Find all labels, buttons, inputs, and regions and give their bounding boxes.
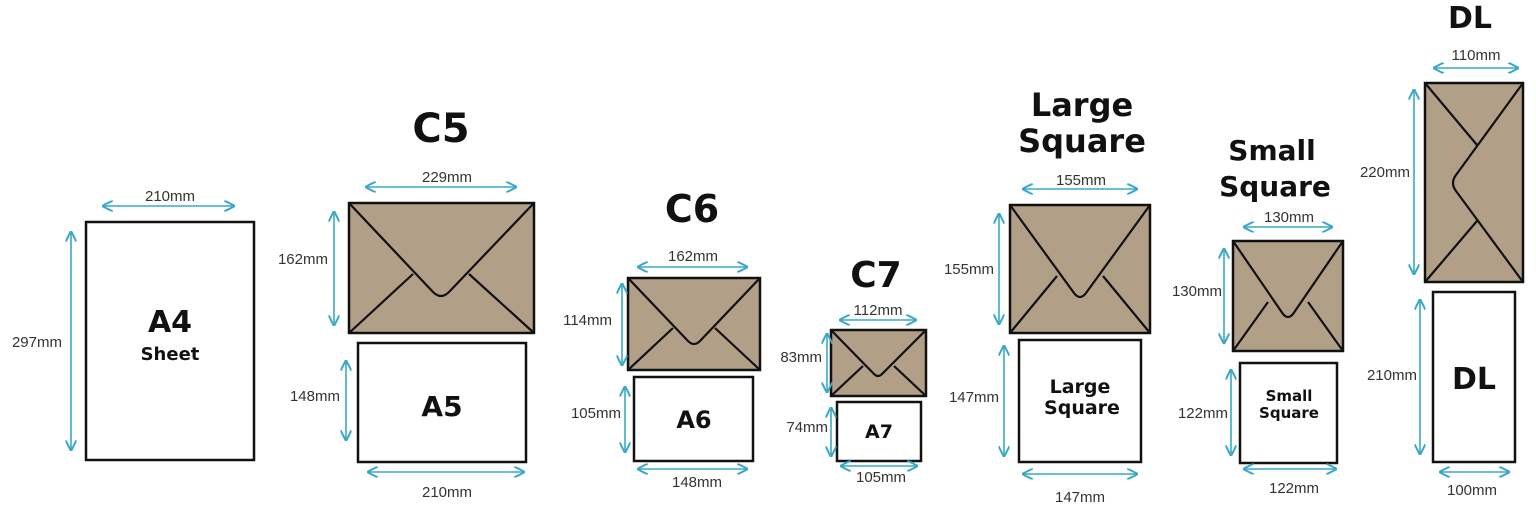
c6-envelope-flap (627, 277, 761, 371)
a7-group: A7 74mm 105mm (786, 400, 923, 486)
large-square-title-line2: Square (1018, 122, 1146, 160)
a6-width-label: 148mm (672, 474, 722, 491)
large-square-card-group: Large Square 147mm 147mm (949, 338, 1143, 506)
a4-label: A4 (148, 305, 192, 340)
c5-envelope (347, 201, 536, 335)
c6-height-label: 114mm (563, 312, 612, 329)
large-square-title-line1: Large (1031, 86, 1133, 124)
dl-card-width-label: 100mm (1447, 482, 1497, 499)
a4-sublabel: Sheet (141, 344, 200, 365)
a6-card (632, 375, 755, 463)
small-square-card-label-line2: Square (1259, 404, 1319, 422)
small-square-envelope (1231, 239, 1345, 353)
c7-envelope-flap (830, 329, 927, 397)
small-square-card-group: Small Square 122mm 122mm (1178, 361, 1339, 497)
c5-width-label: 229mm (422, 169, 472, 186)
dl-envelope-group: DL 110mm 220mm (1360, 1, 1525, 284)
small-square-envelope-flap (1232, 240, 1344, 352)
dl-envelope (1423, 81, 1525, 284)
small-square-title-line1: Small (1228, 134, 1315, 167)
dl-card (1431, 290, 1517, 464)
a7-width-label: 105mm (856, 469, 906, 486)
small-square-card-label-line1: Small (1266, 387, 1313, 405)
dl-card-group: DL 210mm 100mm (1367, 290, 1517, 499)
a5-width-label: 210mm (422, 484, 472, 501)
c5-envelope-flap (348, 202, 535, 334)
large-square-envelope (1008, 203, 1152, 335)
small-square-card (1238, 361, 1339, 465)
a5-height-label: 148mm (290, 388, 340, 405)
a7-label: A7 (865, 421, 893, 443)
c5-height-label: 162mm (278, 251, 328, 268)
dl-card-label: DL (1452, 362, 1496, 397)
a5-group: A5 148mm 210mm (290, 341, 528, 501)
large-square-card-height-label: 147mm (949, 389, 999, 406)
large-square-env-height-label: 155mm (944, 261, 994, 278)
large-square-card-label-line1: Large (1050, 376, 1111, 398)
c7-width-label: 112mm (854, 302, 903, 319)
small-square-env-height-label: 130mm (1172, 283, 1222, 300)
c7-title: C7 (850, 255, 901, 296)
c5-title: C5 (412, 106, 469, 152)
large-square-envelope-flap (1009, 204, 1151, 334)
a6-label: A6 (676, 406, 711, 434)
a6-group: A6 105mm 148mm (571, 375, 755, 491)
a4-height-label: 297mm (12, 334, 62, 351)
a4-group: A4 Sheet 210mm 297mm (12, 188, 256, 462)
c6-envelope (626, 276, 762, 372)
small-square-card-height-label: 122mm (1178, 405, 1228, 422)
c7-group: C7 112mm 83mm (780, 255, 928, 398)
small-square-card-width-label: 122mm (1269, 480, 1319, 497)
small-square-env-width-label: 130mm (1264, 209, 1314, 226)
a5-card (356, 341, 528, 464)
large-square-card-label-line2: Square (1044, 397, 1120, 419)
a4-width-label: 210mm (145, 188, 195, 205)
dl-envelope-flap (1424, 82, 1524, 283)
large-square-card (1017, 338, 1143, 464)
c6-group: C6 162mm 114mm (563, 187, 762, 372)
small-square-title-line2: Square (1219, 170, 1331, 203)
small-square-envelope-group: Small Square 130mm 130mm (1172, 134, 1345, 353)
a7-card (835, 400, 923, 463)
c5-group: C5 229mm 162mm (278, 106, 536, 335)
c7-envelope (829, 328, 928, 398)
dl-env-width-label: 110mm (1452, 47, 1501, 64)
a6-height-label: 105mm (571, 405, 621, 422)
dl-card-height-label: 210mm (1367, 367, 1417, 384)
a4-sheet (84, 220, 256, 462)
c7-height-label: 83mm (780, 349, 822, 366)
large-square-card-width-label: 147mm (1055, 489, 1105, 506)
dl-title: DL (1448, 1, 1492, 36)
large-square-env-width-label: 155mm (1056, 172, 1106, 189)
dl-env-height-label: 220mm (1360, 164, 1410, 181)
c6-width-label: 162mm (668, 248, 718, 265)
a7-height-label: 74mm (786, 419, 828, 436)
c6-title: C6 (665, 187, 719, 231)
large-square-envelope-group: Large Square 155mm 155mm (944, 86, 1152, 335)
a5-label: A5 (421, 390, 462, 423)
